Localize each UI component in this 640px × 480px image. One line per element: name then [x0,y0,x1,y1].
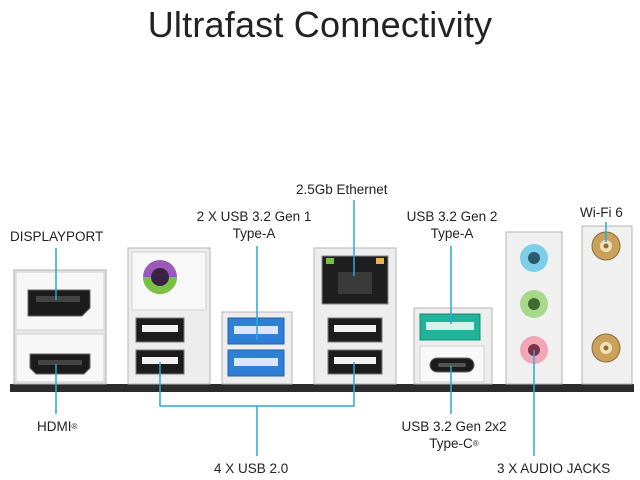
hdmi-label: HDMI® [37,418,77,435]
usbc-label-line2-text: Type-C [429,436,473,451]
motherboard-strip [10,384,634,392]
displayport-port [27,289,91,317]
usb32-gen1-label-line2: Type-A [232,226,276,241]
usb32-gen1-label: 2 X USB 3.2 Gen 1 Type-A [184,208,324,242]
usbc-registered-mark: ® [472,439,479,448]
usb32-gen2-typec-stack [413,307,493,385]
wifi-antenna-block [581,225,633,385]
hdmi-registered-mark: ® [71,422,78,431]
usb20-label: 4 X USB 2.0 [214,461,289,476]
displayport-label: DISPLAYPORT [10,229,104,244]
wifi-label: Wi-Fi 6 [580,205,623,220]
usbc-label: USB 3.2 Gen 2x2 Type-C® [392,418,516,452]
usb32-gen2-label-line2: Type-A [430,226,474,241]
audio-label: 3 X AUDIO JACKS [497,461,611,476]
usb32-gen2-label-line1: USB 3.2 Gen 2 [406,209,498,224]
page-title: Ultrafast Connectivity [147,4,493,45]
ps2-usb20-stack-left [127,247,211,385]
usb32-gen2-label: USB 3.2 Gen 2 Type-A [394,208,510,242]
usbc-label-line2: Type-C® [392,435,516,452]
callout-lines [55,200,607,456]
ethernet-label: 2.5Gb Ethernet [296,182,388,197]
video-port-block [13,269,107,385]
usb32-gen1-label-line1: 2 X USB 3.2 Gen 1 [196,209,312,224]
hdmi-label-text: HDMI [37,419,72,434]
usbc-label-line1: USB 3.2 Gen 2x2 [401,419,507,434]
ethernet-usb20-stack [313,247,397,385]
